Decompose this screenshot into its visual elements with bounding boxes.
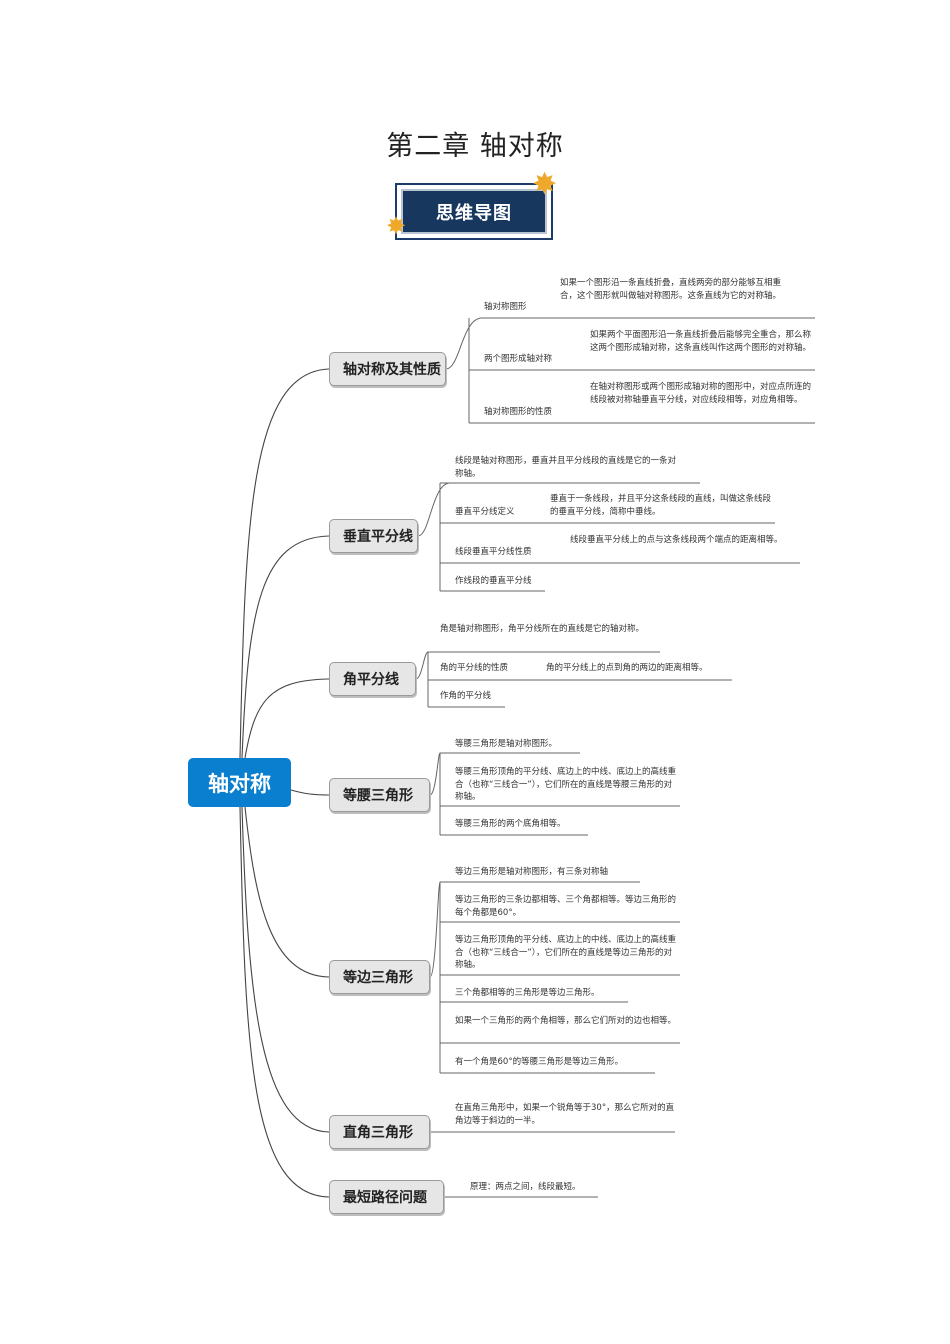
leaf-label: 等边三角形是轴对称图形，有三条对称轴 xyxy=(455,867,609,877)
leaf-label: 两个图形成轴对称 xyxy=(484,354,553,364)
leaf-label: 在直角三角形中，如果一个锐角等于30°，那么它所对的直角边等于斜边的一半。 xyxy=(455,1103,675,1126)
topic-isosceles-triangle[interactable]: 等腰三角形 xyxy=(329,778,430,812)
leaf-label: 作线段的垂直平分线 xyxy=(455,576,532,586)
leaf-label: 轴对称图形的性质 xyxy=(484,407,553,417)
topic-angle-bisector[interactable]: 角平分线 xyxy=(329,662,416,696)
leaf-label: 等边三角形顶角的平分线、底边上的中线、底边上的高线重合（也称“三线合一”），它们… xyxy=(455,935,677,970)
star-icon: ✸ xyxy=(386,212,407,240)
leaf-detail: 角的平分线上的点到角的两边的距离相等。 xyxy=(546,663,708,673)
leaf-detail: 如果两个平面图形沿一条直线折叠后能够完全重合，那么称这两个图形成轴对称，这条直线… xyxy=(590,330,812,353)
leaf-label: 原理：两点之间，线段最短。 xyxy=(470,1182,581,1192)
topic-symmetry-properties[interactable]: 轴对称及其性质 xyxy=(329,352,446,386)
page-title: 第二章 轴对称 xyxy=(386,131,564,162)
leaf-label: 作角的平分线 xyxy=(440,691,492,701)
topic-shortest-path[interactable]: 最短路径问题 xyxy=(329,1180,444,1214)
leaf-detail: 线段垂直平分线上的点与这条线段两个端点的距离相等。 xyxy=(570,535,783,545)
leaf-label: 等腰三角形的两个底角相等。 xyxy=(455,819,566,829)
leaf-detail: 如果一个图形沿一条直线折叠，直线两旁的部分能够互相重合，这个图形就叫做轴对称图形… xyxy=(560,278,782,301)
leaf-label: 角是轴对称图形，角平分线所在的直线是它的轴对称。 xyxy=(440,624,645,634)
leaf-detail: 在轴对称图形或两个图形成轴对称的图形中，对应点所连的线段被对称轴垂直平分线，对应… xyxy=(590,382,812,405)
leaf-detail: 垂直于一条线段，并且平分这条线段的直线，叫做这条线段的垂直平分线，简称中垂线。 xyxy=(550,494,772,517)
banner-label: 思维导图 xyxy=(401,189,547,234)
star-icon: ✸ xyxy=(532,167,558,202)
topic-equilateral-triangle[interactable]: 等边三角形 xyxy=(329,960,430,994)
leaf-label: 轴对称图形 xyxy=(484,302,527,312)
leaf-label: 线段垂直平分线性质 xyxy=(455,547,532,557)
root-node[interactable]: 轴对称 xyxy=(188,758,291,807)
leaf-label: 等腰三角形是轴对称图形。 xyxy=(455,739,558,749)
topic-perpendicular-bisector[interactable]: 垂直平分线 xyxy=(329,519,418,553)
leaf-label: 三个角都相等的三角形是等边三角形。 xyxy=(455,988,600,998)
leaf-label: 线段是轴对称图形，垂直并且平分线段的直线是它的一条对称轴。 xyxy=(455,456,677,479)
mindmap-banner: 思维导图 xyxy=(395,183,553,240)
leaf-label: 垂直平分线定义 xyxy=(455,507,515,517)
leaf-label: 等边三角形的三条边都相等、三个角都相等。等边三角形的每个角都是60°。 xyxy=(455,895,677,918)
leaf-label: 有一个角是60°的等腰三角形是等边三角形。 xyxy=(455,1057,624,1067)
leaf-label: 等腰三角形顶角的平分线、底边上的中线、底边上的高线重合（也称“三线合一”），它们… xyxy=(455,767,677,802)
topic-right-triangle[interactable]: 直角三角形 xyxy=(329,1115,430,1149)
leaf-label: 如果一个三角形的两个角相等，那么它们所对的边也相等。 xyxy=(455,1016,677,1026)
leaf-label: 角的平分线的性质 xyxy=(440,663,509,673)
